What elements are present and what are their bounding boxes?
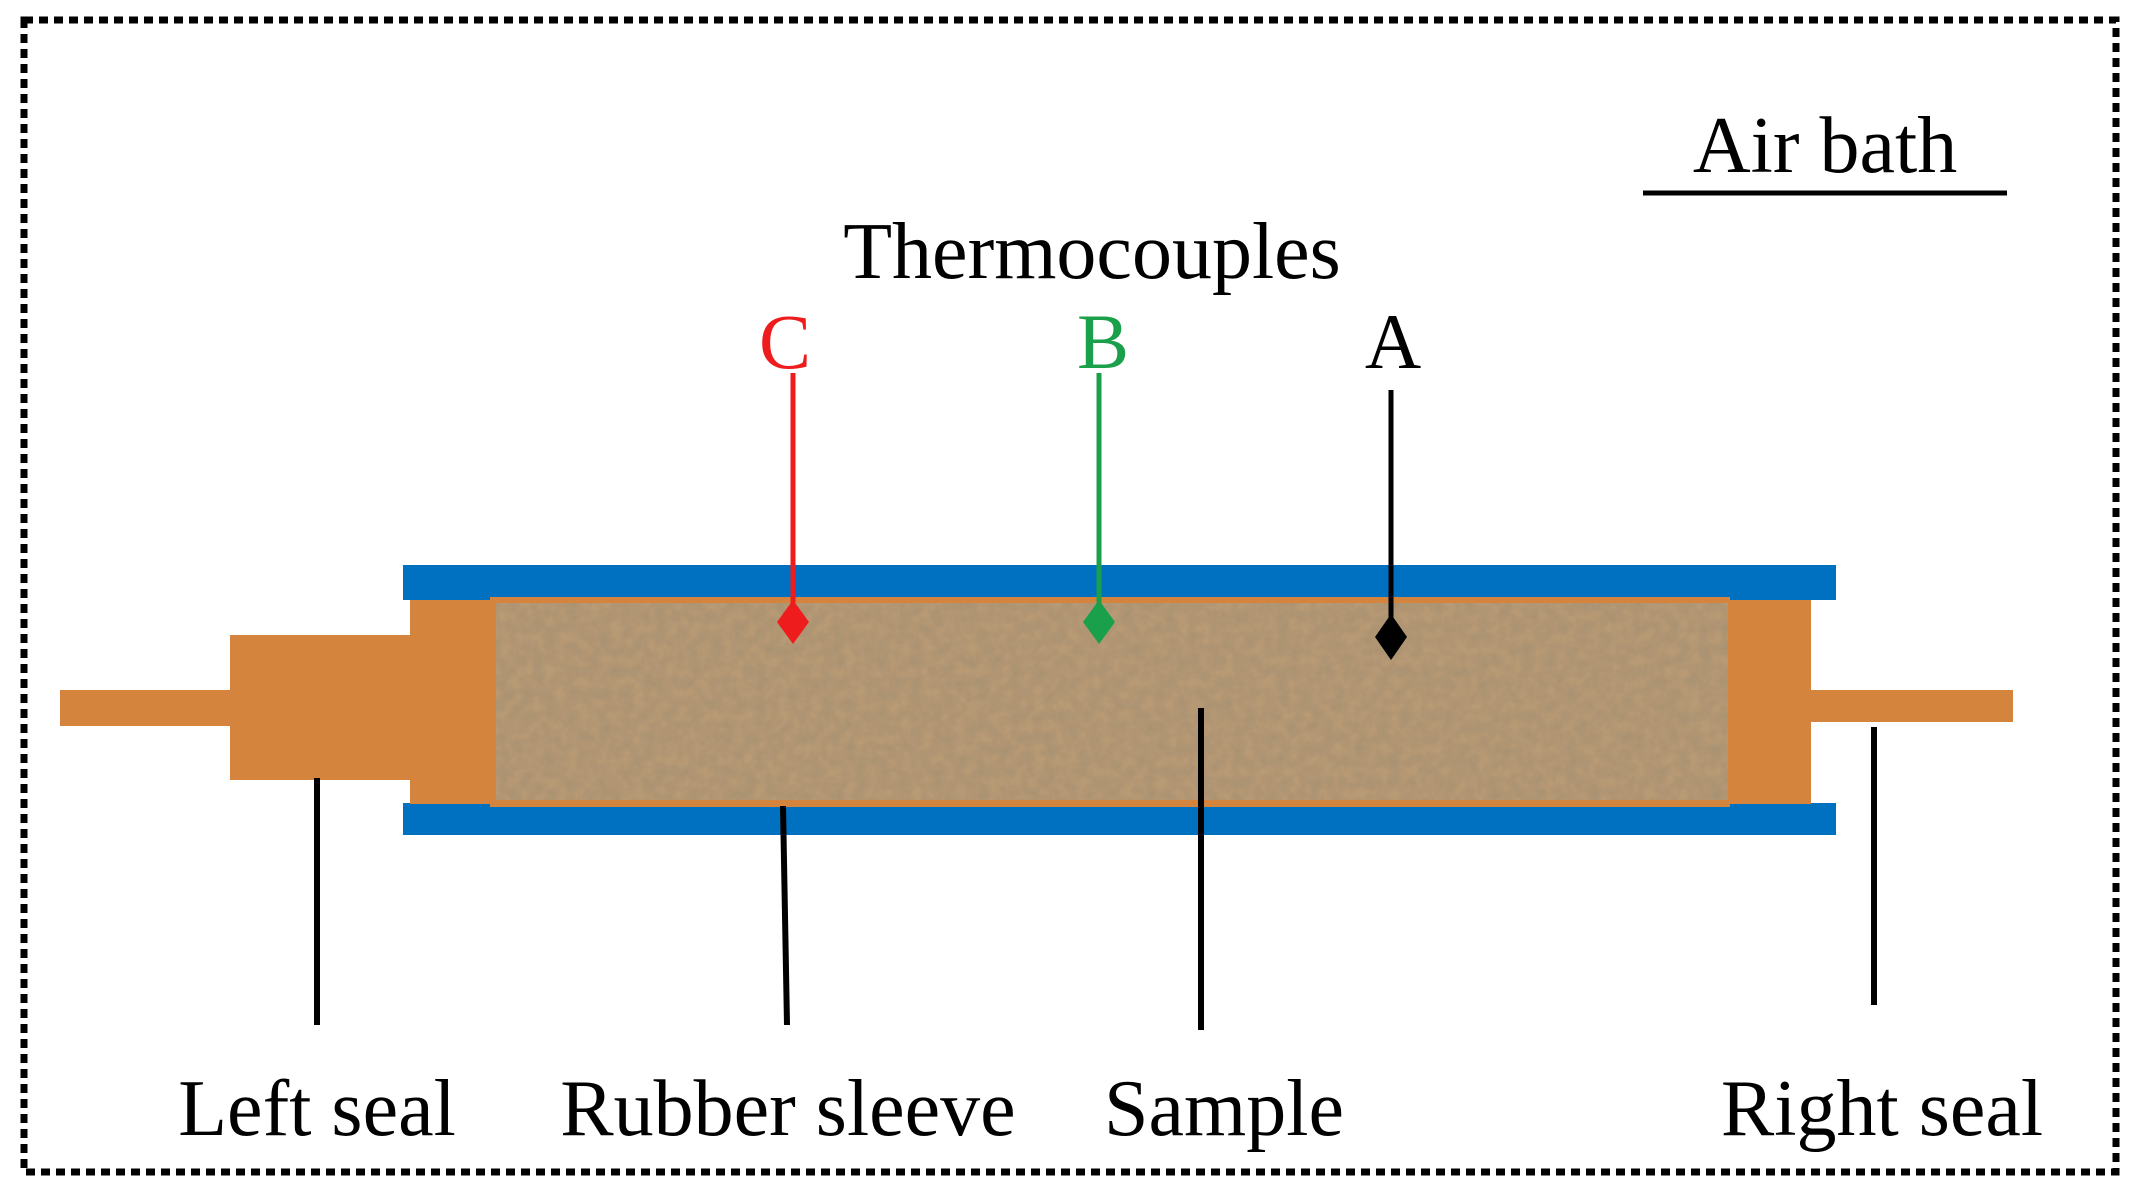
thermocouple-c-label: C [759, 298, 811, 385]
thermocouples-title: Thermocouples [843, 208, 1341, 296]
thermocouple-a-tip-icon [1375, 614, 1407, 660]
rubber-sleeve-bottom [403, 803, 1836, 835]
left-seal-plug [410, 600, 497, 804]
rubber-sleeve-label: Rubber sleeve [560, 1065, 1015, 1153]
thermocouple-c-tip-icon [777, 600, 809, 644]
sample-core [496, 603, 1728, 800]
sample-label: Sample [1104, 1065, 1344, 1153]
rubber-sleeve-leader [780, 805, 790, 1026]
right-seal-label: Right seal [1721, 1065, 2043, 1153]
right-seal-plug [1722, 600, 1811, 804]
thermocouple-b-tip-icon [1083, 600, 1115, 644]
thermocouple-a-label: A [1365, 298, 1421, 385]
air-bath-label: Air bath [1693, 102, 1957, 190]
thermocouple-b-label: B [1077, 298, 1129, 385]
left-seal-label: Left seal [178, 1065, 456, 1153]
rubber-sleeve-top [403, 565, 1836, 600]
left-seal-body [230, 635, 415, 780]
left-seal-rod [60, 690, 240, 726]
air-bath-frame [20, 16, 2120, 1176]
right-seal-rod [1808, 690, 2013, 722]
